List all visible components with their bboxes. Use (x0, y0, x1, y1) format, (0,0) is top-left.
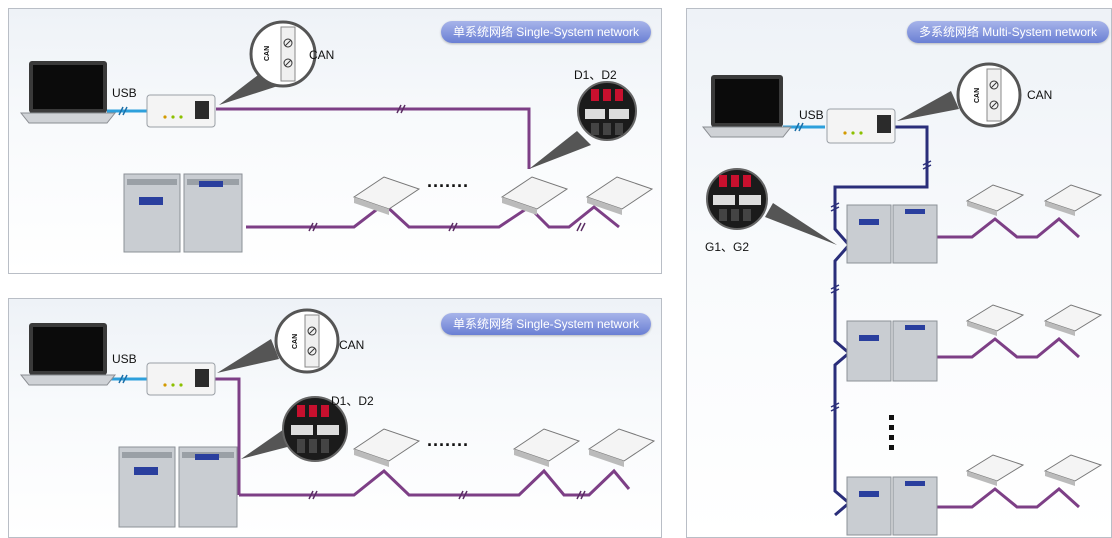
outdoor-to-indoor-cable (937, 217, 1081, 239)
cassette-unit-icon (965, 184, 1025, 216)
cassette-unit-icon (1043, 184, 1103, 216)
laptop-icon (701, 75, 793, 138)
outdoor-to-indoor-cable (937, 487, 1081, 509)
can-label: CAN (339, 338, 364, 352)
dip-switch-icon (241, 396, 348, 462)
outdoor-unit-icon (846, 320, 938, 382)
panel-title: 单系统网络 Single-System network (440, 313, 651, 335)
dip-label: G1、G2 (705, 240, 749, 254)
outdoor-unit-icon (118, 446, 238, 528)
panel-title: 多系统网络 Multi-System network (906, 21, 1109, 43)
vertical-ellipsis (889, 415, 894, 450)
cassette-unit-icon (352, 176, 421, 215)
dip-label: D1、D2 (574, 68, 617, 82)
callout-icon (897, 62, 1022, 128)
can-vertical-label: CAN (264, 46, 271, 61)
usb-label: USB (112, 352, 137, 366)
panel-title: 单系统网络 Single-System network (440, 21, 651, 43)
cassette-unit-icon (352, 428, 421, 467)
network-diagram: CAN CAN USB D1、D2 (19, 20, 654, 253)
ellipsis-dots: ······· (427, 176, 469, 196)
usb-label: USB (799, 108, 824, 122)
can-label: CAN (309, 48, 334, 62)
cassette-unit-icon (1043, 454, 1103, 486)
ellipsis-dots: ······· (427, 435, 469, 455)
can-bus-cable (216, 107, 531, 169)
network-diagram: CAN CAN USB D1、D2 ······· (19, 308, 656, 528)
usb-label: USB (112, 86, 137, 100)
can-bus-cable (833, 125, 929, 517)
laptop-icon (19, 61, 117, 124)
callout-icon (219, 20, 317, 105)
cassette-unit-icon (965, 454, 1025, 486)
outdoor-to-indoor-cable (239, 468, 631, 497)
cassette-unit-icon (1043, 304, 1103, 336)
single-system-panel-bottom: 单系统网络 Single-System network (8, 298, 662, 538)
can-bus-cable (214, 377, 241, 495)
can-vertical-label: CAN (974, 88, 981, 103)
dip-switch-icon (706, 168, 837, 245)
single-system-panel-top: 单系统网络 Single-System network (8, 8, 662, 274)
outdoor-to-indoor-cable (246, 202, 620, 229)
cassette-unit-icon (585, 176, 654, 215)
can-label: CAN (1027, 88, 1052, 102)
outdoor-to-indoor-cable (937, 337, 1081, 359)
multi-system-panel: 多系统网络 Multi-System network (686, 8, 1112, 538)
can-vertical-label: CAN (292, 334, 299, 349)
laptop-icon (19, 323, 117, 386)
gateway-icon (146, 362, 216, 396)
cassette-unit-icon (512, 428, 581, 467)
cassette-unit-icon (965, 304, 1025, 336)
gateway-icon (146, 94, 216, 128)
callout-icon (217, 308, 340, 374)
outdoor-unit-icon (123, 173, 243, 253)
outdoor-unit-icon (846, 204, 938, 264)
gateway-icon (826, 108, 896, 144)
cassette-unit-icon (500, 176, 569, 215)
outdoor-unit-icon (846, 476, 938, 536)
network-diagram: CAN CAN USB G1、G2 (701, 62, 1103, 536)
dip-label: D1、D2 (331, 394, 374, 408)
cassette-unit-icon (587, 428, 656, 467)
dip-switch-icon (529, 81, 637, 169)
